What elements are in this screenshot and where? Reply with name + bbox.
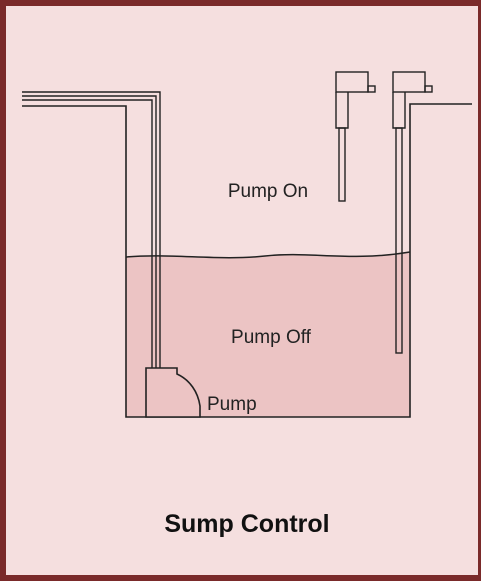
pump-icon	[145, 367, 201, 418]
water-fill	[126, 252, 410, 417]
pump-off-label: Pump Off	[231, 327, 312, 348]
sump-pit-wall	[22, 103, 472, 418]
pump-on-label: Pump On	[228, 181, 308, 202]
pump-on-switch	[335, 71, 376, 202]
pump-label: Pump	[207, 394, 257, 415]
pump-off-switch	[392, 71, 433, 354]
water-surface	[125, 251, 411, 259]
diagram-title: Sump Control	[164, 510, 329, 538]
discharge-pipe	[22, 91, 161, 368]
